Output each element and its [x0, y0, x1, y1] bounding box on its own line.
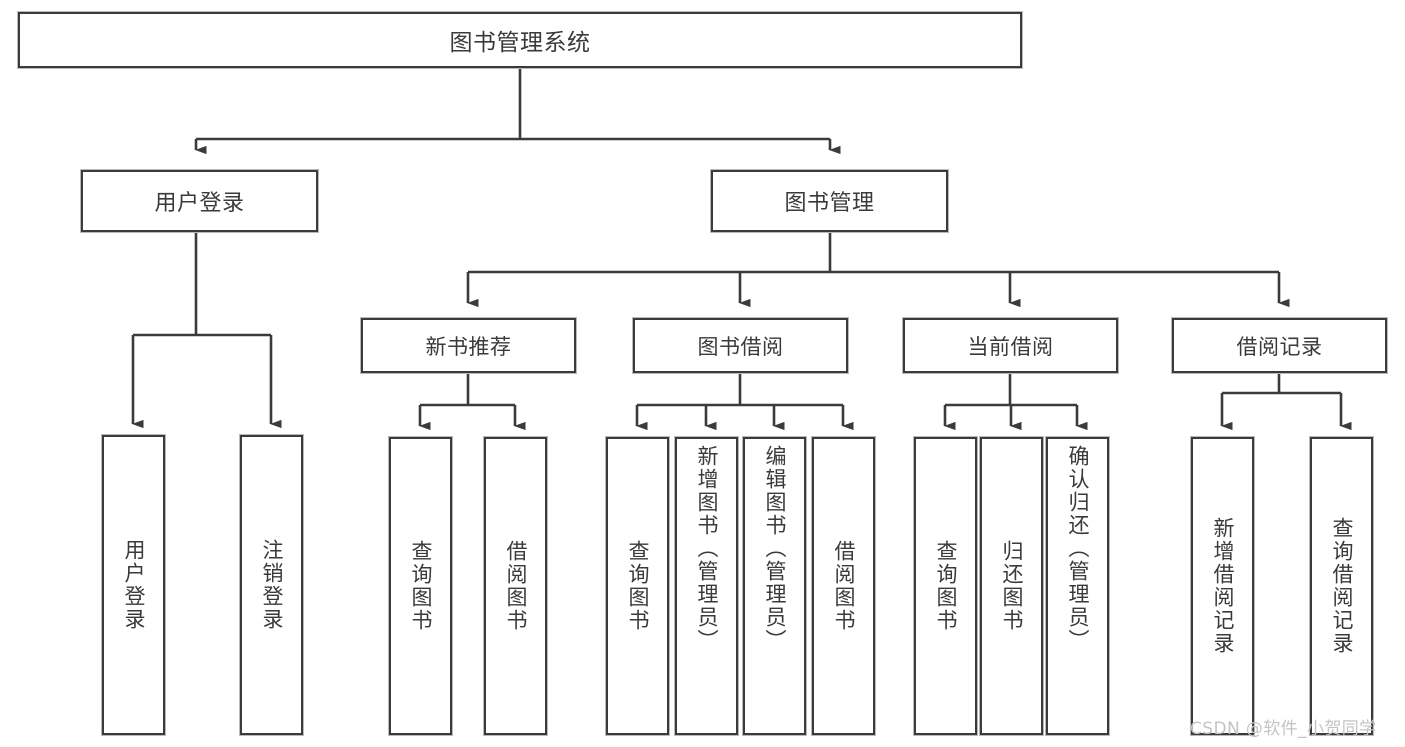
- node-book-management[interactable]: 图书管理: [711, 170, 948, 232]
- leaf-add-borrow-record[interactable]: 新增借阅记录: [1191, 437, 1254, 735]
- node-label: 当前借阅: [967, 334, 1054, 359]
- leaf-label: 归还图书: [999, 540, 1024, 632]
- leaf-label: 注销登录: [259, 539, 284, 631]
- leaf-label: 查询图书: [408, 540, 433, 632]
- leaf-borrow-book-new[interactable]: 借阅图书: [484, 437, 547, 735]
- leaf-query-borrow-record[interactable]: 查询借阅记录: [1310, 437, 1373, 735]
- leaf-label: 借阅图书: [503, 540, 528, 632]
- leaf-borrow-book[interactable]: 借阅图书: [812, 437, 875, 735]
- node-new-book-recommend[interactable]: 新书推荐: [361, 318, 576, 373]
- leaf-label: 确认归还（管理员）: [1065, 445, 1090, 652]
- node-label: 用户登录: [154, 191, 245, 216]
- node-root-system[interactable]: 图书管理系统: [18, 12, 1022, 68]
- node-book-borrow[interactable]: 图书借阅: [633, 318, 848, 373]
- node-label: 借阅记录: [1236, 334, 1323, 359]
- node-user-login[interactable]: 用户登录: [81, 170, 318, 232]
- leaf-label: 编辑图书（管理员）: [762, 445, 787, 652]
- leaf-query-book-borrow[interactable]: 查询图书: [606, 437, 669, 735]
- leaf-label: 查询图书: [933, 540, 958, 632]
- leaf-label: 查询借阅记录: [1329, 517, 1354, 655]
- leaf-user-login[interactable]: 用户登录: [102, 435, 165, 735]
- leaf-confirm-return-admin[interactable]: 确认归还（管理员）: [1046, 437, 1109, 735]
- leaf-add-book-admin[interactable]: 新增图书（管理员）: [675, 437, 738, 735]
- node-label: 图书管理: [784, 191, 875, 216]
- leaf-label: 新增借阅记录: [1210, 517, 1235, 655]
- leaf-label: 用户登录: [121, 539, 146, 631]
- node-borrow-record[interactable]: 借阅记录: [1172, 318, 1387, 373]
- node-current-borrow[interactable]: 当前借阅: [903, 318, 1118, 373]
- leaf-query-book-new[interactable]: 查询图书: [389, 437, 452, 735]
- leaf-return-book[interactable]: 归还图书: [980, 437, 1043, 735]
- leaf-query-book-current[interactable]: 查询图书: [914, 437, 977, 735]
- leaf-label: 借阅图书: [831, 540, 856, 632]
- node-label: 图书借阅: [697, 334, 784, 359]
- watermark-text: CSDN @软件_小贺同学: [1190, 719, 1377, 739]
- node-label: 新书推荐: [425, 334, 512, 359]
- node-label: 图书管理系统: [449, 30, 591, 56]
- leaf-label: 新增图书（管理员）: [694, 445, 719, 652]
- leaf-label: 查询图书: [625, 540, 650, 632]
- leaf-user-logout[interactable]: 注销登录: [240, 435, 303, 735]
- leaf-edit-book-admin[interactable]: 编辑图书（管理员）: [743, 437, 806, 735]
